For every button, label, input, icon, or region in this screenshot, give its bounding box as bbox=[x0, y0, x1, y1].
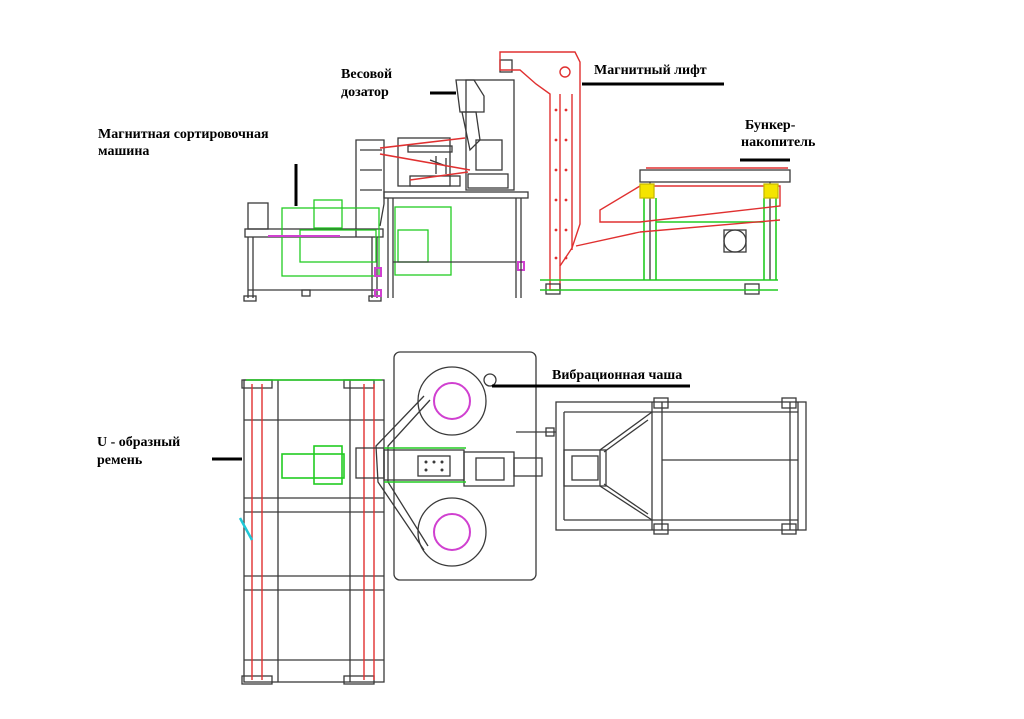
vibratory-bowl-dots bbox=[424, 460, 444, 472]
magnetic-lift-dots bbox=[554, 108, 568, 260]
label-weigher-line2: дозатор bbox=[341, 85, 389, 100]
hopper-yellow bbox=[639, 183, 779, 199]
weigher-drawing bbox=[383, 59, 529, 298]
label-weigher-line1: Весовой bbox=[341, 67, 393, 82]
u-belt-cyan bbox=[238, 517, 254, 541]
magnetic-lift-drawing bbox=[499, 51, 581, 291]
sorting-machine-green bbox=[281, 199, 452, 277]
vibratory-bowl-magenta bbox=[433, 382, 471, 551]
sorting-machine-drawing bbox=[243, 139, 385, 302]
weigher-red bbox=[379, 137, 471, 181]
u-belt-drawing bbox=[241, 379, 385, 685]
leader-lines bbox=[212, 82, 790, 461]
sorting-machine-magenta bbox=[268, 235, 525, 297]
vibratory-bowl-green bbox=[384, 447, 466, 483]
hopper-green bbox=[540, 198, 778, 291]
side-elevation bbox=[243, 51, 791, 302]
hopper-plan-drawing bbox=[555, 397, 807, 535]
label-u-belt-line1: U - образный bbox=[97, 435, 181, 450]
label-sorting-machine-line2: машина bbox=[98, 144, 150, 159]
label-u-belt-line2: ремень bbox=[97, 453, 143, 468]
plan-view bbox=[238, 351, 807, 685]
hopper-drawing bbox=[545, 169, 791, 295]
label-vibratory-bowl: Вибрационная чаша bbox=[552, 368, 683, 383]
label-hopper-line1: Бункер- bbox=[745, 118, 796, 133]
label-sorting-machine-line1: Магнитная сортировочная bbox=[98, 127, 269, 142]
vibratory-bowl-drawing bbox=[355, 351, 556, 581]
label-hopper-line2: накопитель bbox=[741, 135, 816, 150]
u-belt-green bbox=[246, 379, 382, 485]
hopper-red bbox=[575, 167, 788, 247]
u-belt-red bbox=[251, 384, 375, 680]
label-magnetic-lift: Магнитный лифт bbox=[594, 63, 707, 78]
